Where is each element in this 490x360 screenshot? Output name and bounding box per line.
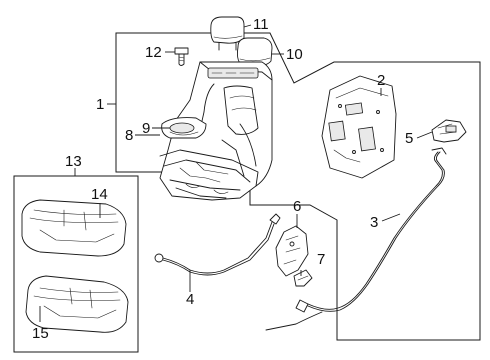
leader-3 <box>381 213 401 222</box>
cushion-14 <box>21 199 127 257</box>
callout-3: 3 <box>370 214 378 231</box>
bracket-6 <box>275 225 309 277</box>
callout-7: 7 <box>317 251 325 268</box>
callout-9: 9 <box>142 120 150 137</box>
callout-11: 11 <box>253 16 269 33</box>
callout-1: 1 <box>96 96 104 113</box>
callout-2: 2 <box>377 72 385 89</box>
clip-7 <box>293 269 313 287</box>
cable-3 <box>265 147 447 331</box>
leader-11 <box>243 24 252 28</box>
seatback-board-2 <box>321 75 397 179</box>
cushion-15 <box>25 275 129 333</box>
bolt-12 <box>174 47 189 66</box>
callout-12: 12 <box>145 44 162 61</box>
callout-5: 5 <box>405 130 413 147</box>
callout-4: 4 <box>186 291 194 308</box>
cushion-group-frame <box>13 175 139 353</box>
seatback-assembly <box>159 61 273 201</box>
callout-13: 13 <box>65 153 82 170</box>
headrest-11 <box>210 16 245 51</box>
callout-6: 6 <box>293 198 301 215</box>
latch-5 <box>431 119 467 143</box>
cable-4 <box>154 213 281 276</box>
callout-10: 10 <box>286 46 303 63</box>
leader-5 <box>416 131 433 139</box>
callout-14: 14 <box>91 186 108 203</box>
callout-15: 15 <box>32 325 49 342</box>
callout-8: 8 <box>125 127 133 144</box>
